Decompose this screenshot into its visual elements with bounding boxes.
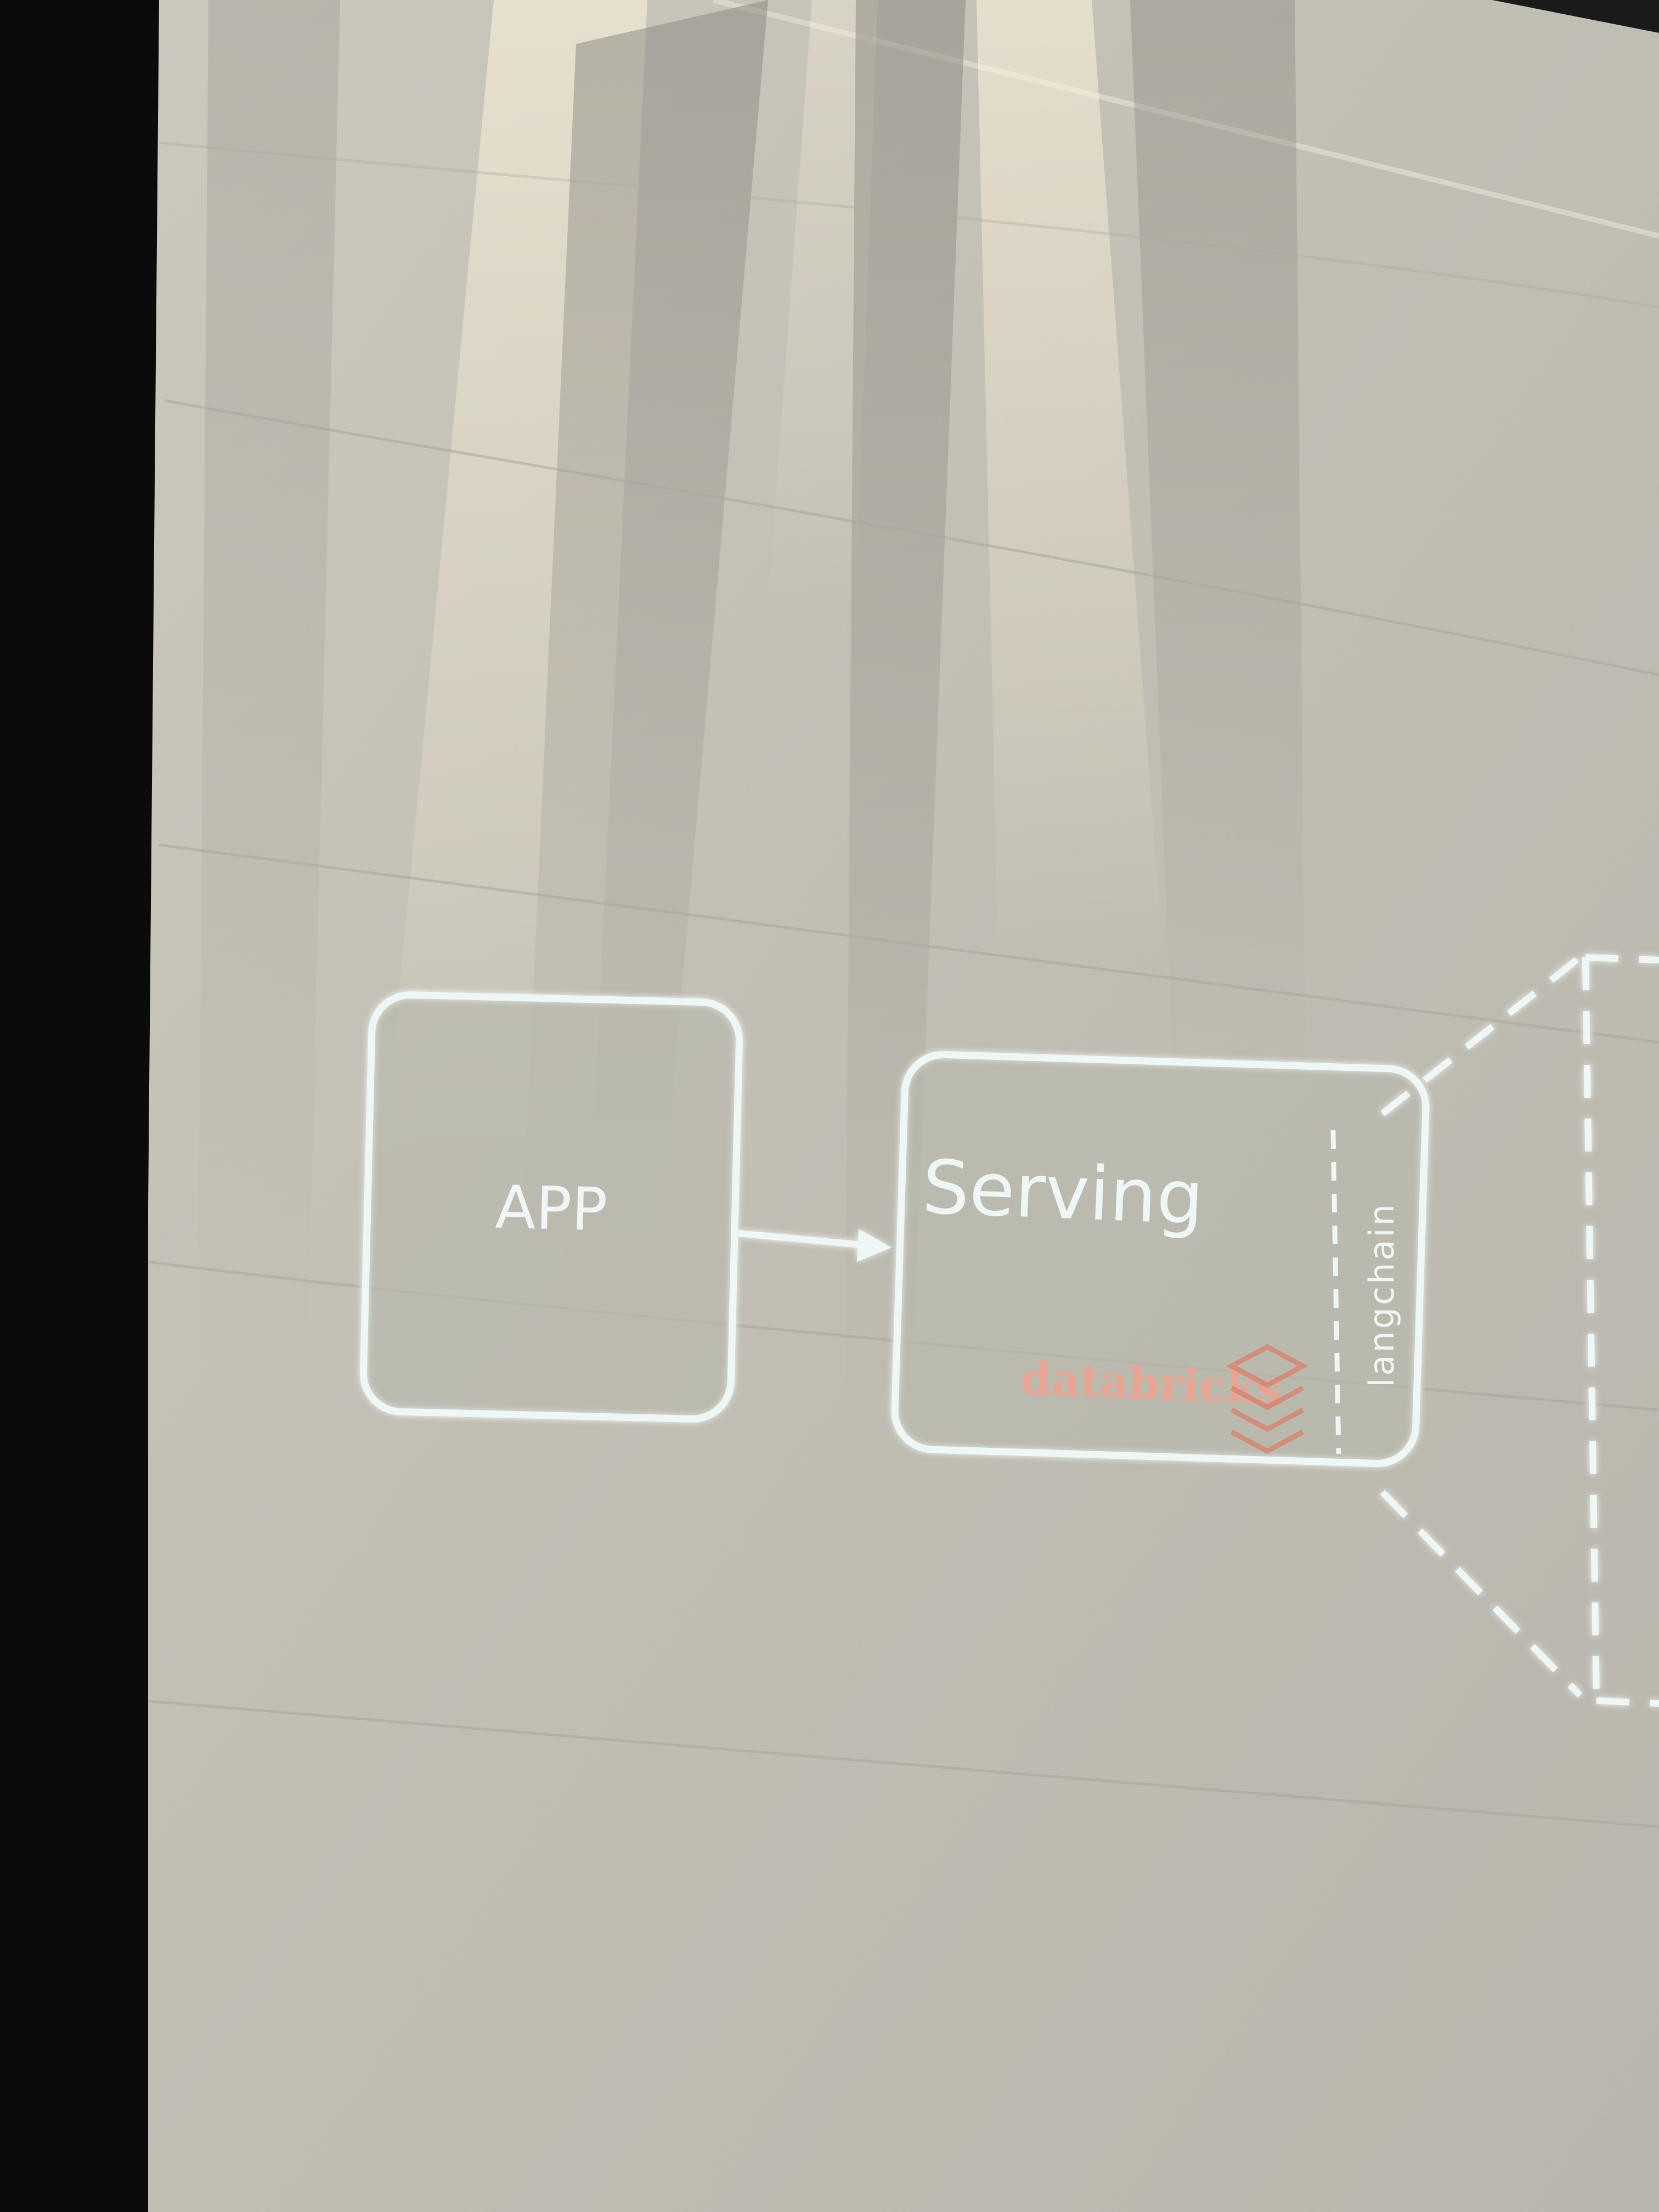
detail-panel-edge	[1582, 954, 1659, 1707]
shadow-band	[845, 0, 966, 1426]
shadow-band	[1130, 0, 1306, 1097]
arrow-app-to-serving	[737, 1229, 891, 1262]
fabric-creases	[142, 141, 1659, 1829]
light-beam	[977, 0, 1163, 960]
left-dark-edge	[0, 0, 148, 2212]
serving-label: Serving	[921, 1144, 1205, 1241]
databricks-logo	[1226, 1344, 1308, 1454]
serving-divider	[1330, 1130, 1341, 1454]
shadow-band	[198, 0, 340, 1372]
app-box	[360, 991, 743, 1423]
shadow-band	[521, 0, 768, 1262]
app-label: APP	[494, 1173, 608, 1245]
zoom-connector	[1380, 955, 1583, 1698]
screen-frame-corner	[1492, 0, 1659, 33]
langchain-label: langchain	[1362, 1202, 1402, 1387]
light-beam	[768, 0, 878, 603]
